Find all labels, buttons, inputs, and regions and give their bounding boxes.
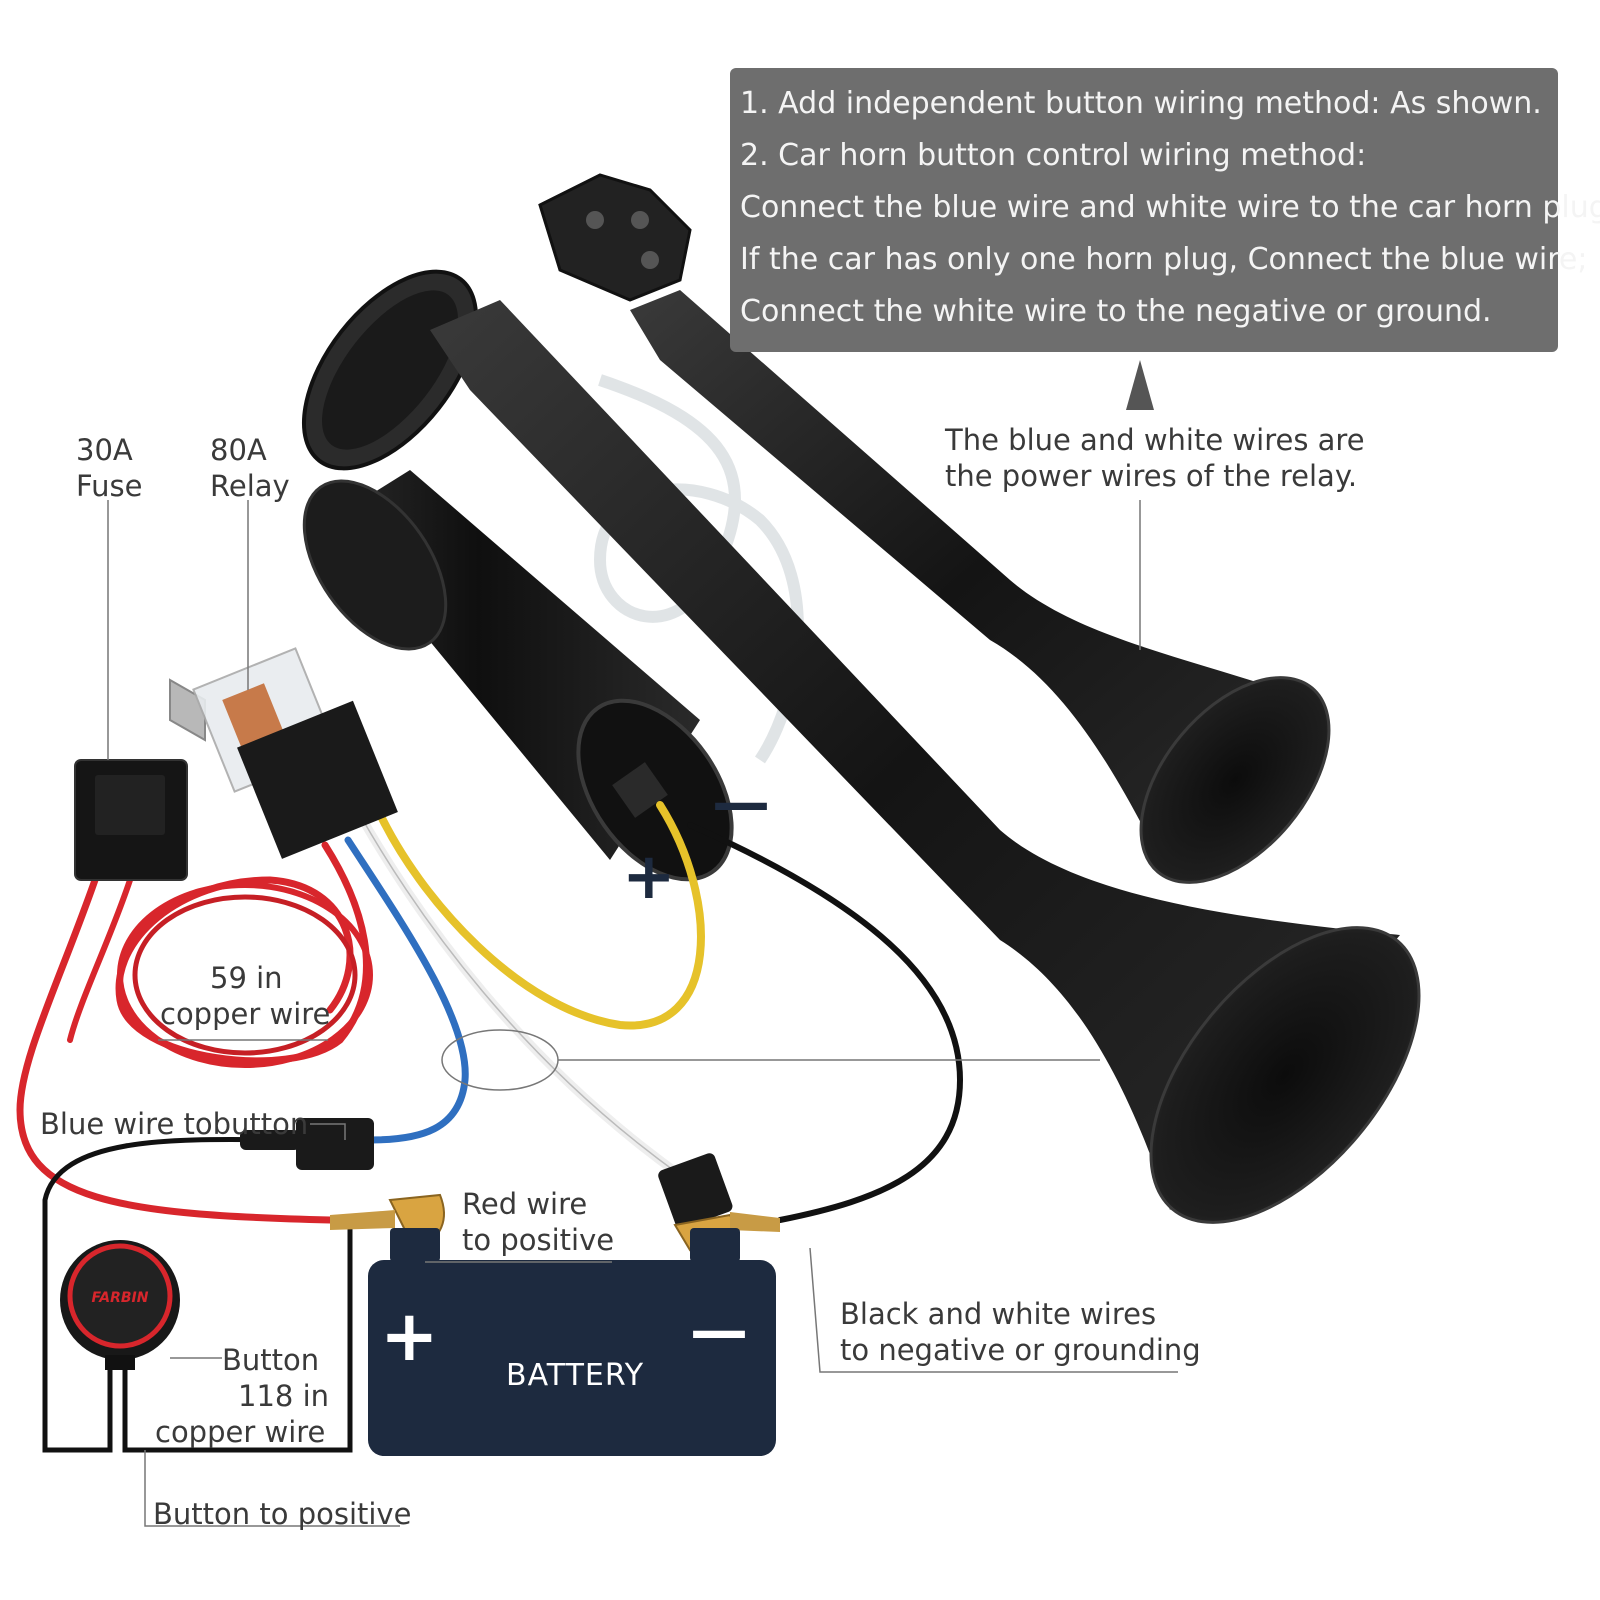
- fuse-holder: [74, 759, 188, 881]
- red-wire-fuse: [16, 876, 389, 1224]
- instructions-panel: 1. Add independent button wiring method:…: [730, 68, 1600, 352]
- black-white-label-1: Black and white wires: [840, 1297, 1157, 1331]
- callout-arrow: [1126, 360, 1154, 410]
- blue-wire: [344, 836, 469, 1144]
- blue-wire-label: Blue wire tobutton: [40, 1107, 309, 1141]
- instruction-line-3: Connect the blue wire and white wire to …: [740, 190, 1600, 225]
- button-positive-label: Button to positive: [153, 1497, 412, 1531]
- button-label-3: copper wire: [155, 1415, 326, 1449]
- copper59-label-2: copper wire: [160, 997, 331, 1031]
- red-wire-label-2: to positive: [462, 1223, 615, 1257]
- blue-wire-connector: [296, 1118, 374, 1170]
- fuse-label-rating: 30A: [76, 433, 133, 467]
- button-label-2: 118 in: [238, 1379, 330, 1413]
- horn-mount: [301, 173, 692, 471]
- push-button: [60, 1240, 180, 1370]
- leader-lines: [107, 500, 1178, 1527]
- yellow-wire: [374, 801, 705, 1030]
- black-wire-compressor: [687, 822, 964, 1223]
- lower-horn: [430, 300, 1421, 1224]
- compressor-plus-symbol: +: [622, 840, 676, 914]
- black-white-label-2: to negative or grounding: [840, 1333, 1201, 1367]
- compressor-minus-symbol: —: [712, 768, 770, 836]
- upper-horn: [630, 290, 1331, 884]
- brand-logo: FARBIN: [92, 1290, 149, 1306]
- battery-label: BATTERY: [506, 1358, 645, 1393]
- compressor: [302, 470, 734, 882]
- red-wire-relay: [115, 841, 370, 1065]
- button-label-1: Button: [222, 1343, 320, 1377]
- battery: [368, 1228, 776, 1456]
- instruction-line-5: Connect the white wire to the negative o…: [740, 294, 1492, 329]
- fuse-label: Fuse: [76, 469, 143, 503]
- copper59-label-1: 59 in: [210, 961, 283, 995]
- instruction-line-4: If the car has only one horn plug, Conne…: [740, 242, 1588, 277]
- relay: [169, 647, 398, 859]
- white-wire-connector: [658, 1153, 733, 1229]
- relay-label-rating: 80A: [210, 433, 267, 467]
- battery-plus-symbol: +: [380, 1295, 439, 1377]
- instruction-line-1: 1. Add independent button wiring method:…: [740, 86, 1542, 121]
- power-wires-label-1: The blue and white wires are: [945, 423, 1365, 457]
- instruction-line-2: 2. Car horn button control wiring method…: [740, 138, 1367, 173]
- red-wire-label-1: Red wire: [462, 1187, 588, 1221]
- relay-label: Relay: [210, 469, 290, 503]
- red-wire-coil: [117, 882, 373, 1068]
- air-tube: [593, 374, 804, 764]
- power-wires-label-2: the power wires of the relay.: [945, 459, 1358, 493]
- battery-minus-symbol: —: [690, 1296, 748, 1364]
